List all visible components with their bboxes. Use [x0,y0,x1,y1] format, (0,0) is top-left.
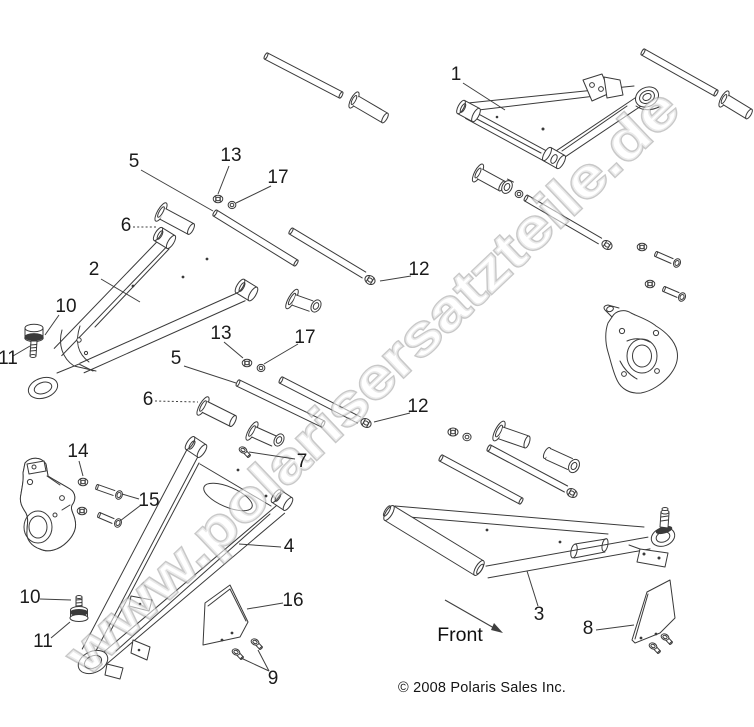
callout-12: 12 [407,396,428,417]
watermark-text: www.polarisersatzteile.de [52,76,691,687]
splash-shields [202,579,676,646]
callout-2: 2 [89,259,100,280]
callout-3: 3 [534,604,545,625]
front-arrow-head [491,623,503,633]
upper-a-arm-right [456,73,660,170]
lower-a-arm-right [382,505,676,579]
callout-10: 10 [19,587,40,608]
callout-7: 7 [297,451,308,472]
callout-12: 12 [408,259,429,280]
front-arrow-shaft [444,599,495,629]
callout-14: 14 [67,441,89,462]
front-indicator: Front [437,599,503,646]
callout-16: 16 [282,590,303,611]
callout-10: 10 [55,296,76,317]
upper-a-arm-left [27,226,259,400]
fasteners [76,48,753,660]
steering-knuckle-right [603,304,678,394]
steering-knuckle-left [19,457,77,552]
callout-17: 17 [267,167,288,188]
callout-17: 17 [294,327,315,348]
callout-13: 13 [220,145,241,166]
callout-8: 8 [583,618,594,639]
callout-11: 11 [33,631,53,652]
callout-13: 13 [210,323,231,344]
front-label: Front [437,624,483,646]
callout-6: 6 [143,389,154,410]
callout-6: 6 [121,215,132,236]
callout-1: 1 [451,64,462,85]
copyright: © 2008 Polaris Sales Inc. [398,680,566,696]
callout-4: 4 [284,536,295,557]
callout-5: 5 [171,348,182,369]
callout-15: 15 [138,490,159,511]
callout-9: 9 [268,668,279,689]
ball-joints [24,323,89,622]
lower-a-arm-left [77,436,294,680]
callout-5: 5 [129,151,140,172]
callout-11: 11 [0,348,18,369]
